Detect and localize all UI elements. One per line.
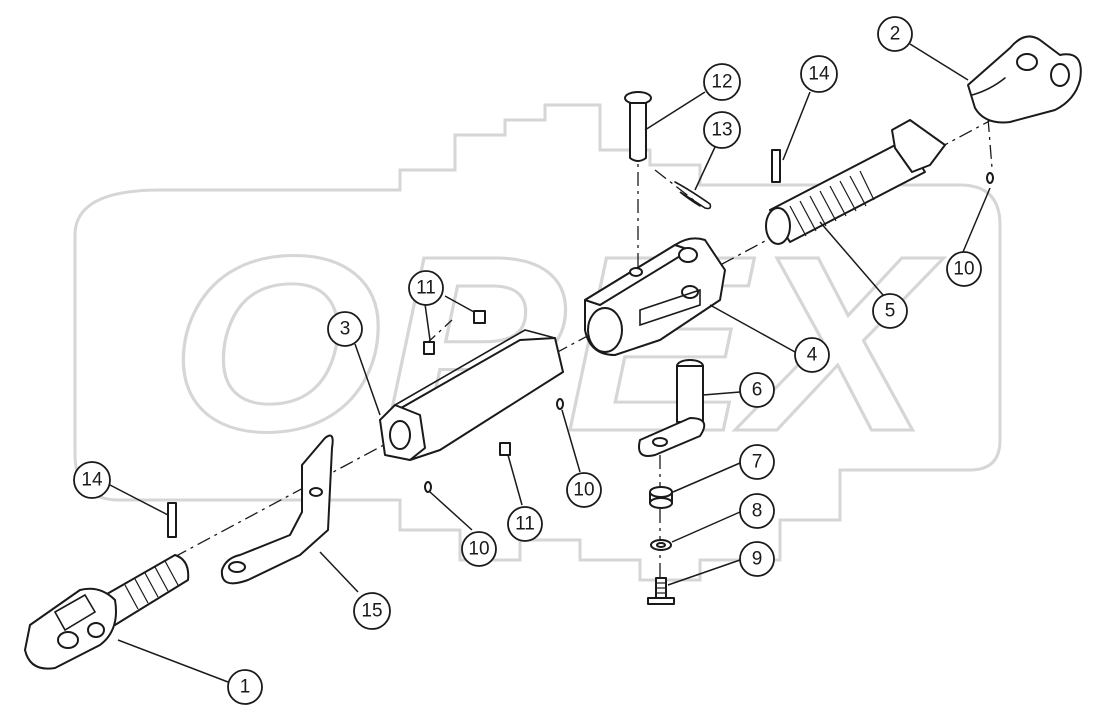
callout-label: 8 (752, 501, 763, 522)
set-screw-2 (473, 310, 486, 324)
callout-10-mid: 10 (566, 472, 602, 508)
part-roll-pin-top (771, 149, 781, 183)
part-yoke-block (584, 237, 726, 356)
callout-label: 10 (468, 539, 489, 560)
callout-3: 3 (327, 311, 363, 347)
callout-14-top: 14 (800, 55, 838, 93)
part-bracket-plate (220, 434, 334, 585)
part-threaded-clevis-bottom (24, 554, 190, 670)
part-spacer (649, 486, 673, 509)
callout-label: 11 (515, 514, 535, 535)
callout-13: 13 (703, 111, 741, 149)
callout-label: 6 (752, 380, 763, 401)
set-screw-1 (423, 341, 435, 355)
callout-8: 8 (739, 493, 775, 529)
callout-1: 1 (227, 669, 263, 705)
callout-15: 15 (353, 592, 391, 630)
callout-label: 11 (416, 278, 436, 299)
callout-9: 9 (739, 541, 775, 577)
callout-4: 4 (794, 337, 830, 373)
part-washer (650, 539, 672, 551)
grease-fitting-top-right (986, 172, 994, 184)
set-screw-3 (499, 442, 511, 456)
part-hair-pin-clip (674, 181, 712, 210)
part-threaded-rod-top (765, 119, 946, 245)
part-roll-pin-left (167, 502, 177, 538)
grease-fitting-tube-mid (556, 398, 564, 410)
callout-5: 5 (872, 293, 908, 329)
callout-label: 4 (807, 345, 818, 366)
part-clevis-pin (624, 91, 652, 162)
callout-6: 6 (739, 372, 775, 408)
leader-lines (109, 43, 991, 683)
callout-14-left: 14 (73, 461, 111, 499)
callout-10-bot: 10 (461, 531, 497, 567)
callouts: 2 12 14 13 10 5 11 3 (73, 16, 982, 705)
callout-12: 12 (703, 63, 741, 101)
callout-label: 14 (808, 64, 830, 85)
callout-label: 5 (885, 301, 896, 322)
part-hex-tube (379, 329, 564, 461)
callout-label: 15 (361, 601, 382, 622)
part-pin-plate (638, 359, 706, 457)
callout-label: 12 (711, 72, 732, 93)
callout-label: 7 (752, 452, 763, 473)
callout-label: 13 (711, 120, 732, 141)
callout-label: 10 (573, 480, 594, 501)
callout-2: 2 (877, 16, 913, 52)
part-bolt (647, 577, 675, 605)
callout-label: 2 (890, 24, 901, 45)
callout-11-bot: 11 (507, 506, 543, 542)
watermark-gear-outline (73, 103, 1002, 582)
callout-label: 3 (340, 319, 351, 340)
callout-label: 14 (81, 470, 103, 491)
callout-10-right: 10 (946, 251, 982, 287)
grease-fitting-tube-low (424, 481, 432, 493)
callout-label: 1 (240, 677, 251, 698)
callout-label: 9 (752, 549, 763, 570)
callout-11-top: 11 (408, 270, 444, 306)
part-clevis-top (967, 35, 1082, 184)
callout-label: 10 (953, 259, 974, 280)
callout-7: 7 (739, 444, 775, 480)
